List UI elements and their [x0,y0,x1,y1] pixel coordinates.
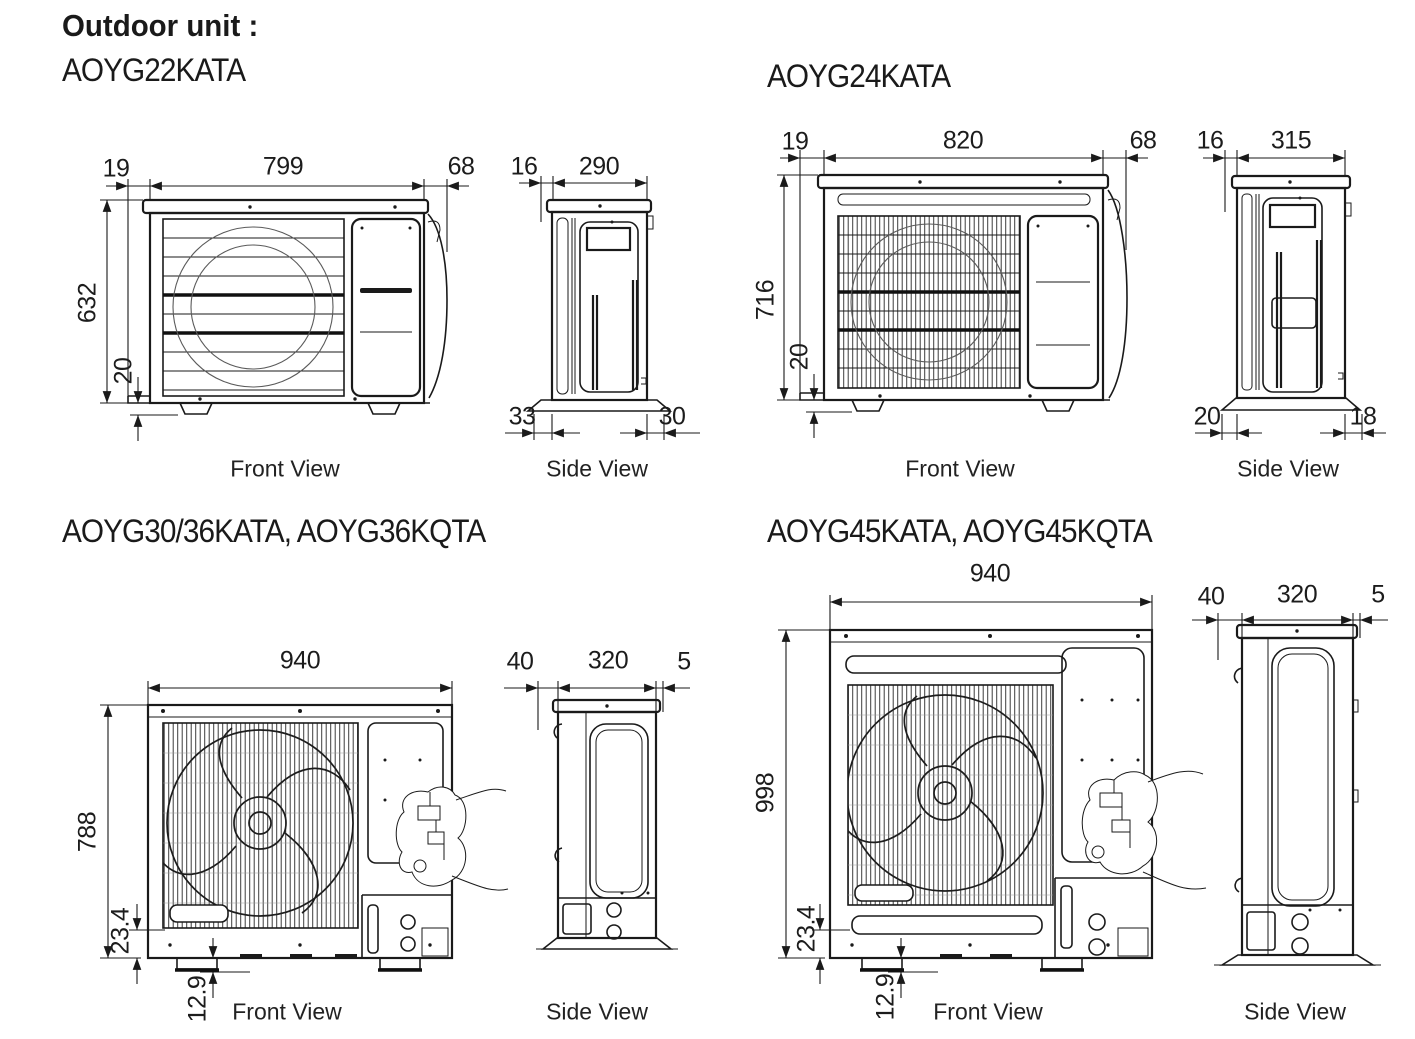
dim-label-base-left: 33 [508,402,536,431]
service-panel [350,217,422,398]
dim-label-side-gap: 5 [677,647,691,676]
dim-label-depth: 315 [1270,126,1312,155]
aoyg22-front-view-drawing [100,179,469,441]
dim-label-depth: 290 [578,152,620,181]
dim-label-side-offset: 40 [1197,582,1225,611]
valve-assembly [1081,770,1207,890]
dim-label-foot-height: 12.9 [871,973,900,1021]
view-label-side: Side View [1237,455,1339,482]
aoyg45-side-view-drawing [1192,613,1388,966]
aoyg45-front-view-drawing [778,595,1207,998]
service-panel [1026,214,1100,390]
fan-grille [162,722,359,929]
aoyg24-front-view-drawing [777,150,1148,438]
fan-grille [847,684,1054,906]
dim-label-foot-height: 20 [109,357,138,385]
fan-blades [848,694,1044,892]
dim-label-offset-right: 68 [447,152,475,181]
dim-label-base-right: 18 [1349,402,1377,431]
view-label-side: Side View [546,998,648,1025]
dim-label-height: 716 [751,279,780,321]
view-label-front: Front View [232,998,342,1025]
dim-label-base-inset: 23.4 [106,907,135,955]
dim-label-base-left: 20 [1193,402,1221,431]
dim-label-height: 998 [751,772,780,814]
dim-label-offset-left: 19 [102,154,130,183]
base-rail-and-feet [850,943,1110,972]
view-label-front: Front View [230,455,340,482]
page-title: Outdoor unit : [62,8,259,43]
view-label-front: Front View [933,998,1043,1025]
dim-label-offset-left: 19 [781,127,809,156]
dim-label-depth: 320 [1276,580,1318,609]
dim-label-side-offset: 16 [510,152,538,181]
dim-label-height: 632 [73,282,102,324]
model-heading-aoyg22: AOYG22KATA [62,52,246,88]
model-heading-aoyg45: AOYG45KATA, AOYG45KQTA [767,513,1153,549]
aoyg30-36-front-view-drawing [100,681,509,998]
model-heading-aoyg30-36: AOYG30/36KATA, AOYG36KQTA [62,513,486,549]
dim-label-base-inset: 23.4 [792,905,821,953]
dim-label-width: 940 [279,646,321,675]
view-label-front: Front View [905,455,1015,482]
fan-blades [163,727,354,917]
dim-label-width: 820 [942,126,984,155]
dim-label-width: 940 [969,559,1011,588]
dim-label-side-offset: 40 [506,647,534,676]
dim-label-side-gap: 5 [1371,580,1385,609]
aoyg24-side-view-drawing [1195,150,1386,440]
dim-label-side-offset: 16 [1196,126,1224,155]
dim-label-height: 788 [73,811,102,853]
dim-label-offset-right: 68 [1129,126,1157,155]
dim-label-foot-height: 12.9 [183,975,212,1023]
aoyg30-36-side-view-drawing [504,681,690,950]
dim-label-width: 799 [262,152,304,181]
dim-label-base-right: 30 [658,402,686,431]
fan-grille [162,218,345,397]
view-label-side: Side View [1244,998,1346,1025]
dim-label-depth: 320 [587,646,629,675]
dim-label-foot-height: 20 [785,343,814,371]
fan-grille [837,215,1021,389]
model-heading-aoyg24: AOYG24KATA [767,58,951,94]
aoyg22-side-view-drawing [505,176,700,440]
base-rail-and-feet [168,943,432,972]
view-label-side: Side View [546,455,648,482]
valve-assembly [395,786,509,891]
